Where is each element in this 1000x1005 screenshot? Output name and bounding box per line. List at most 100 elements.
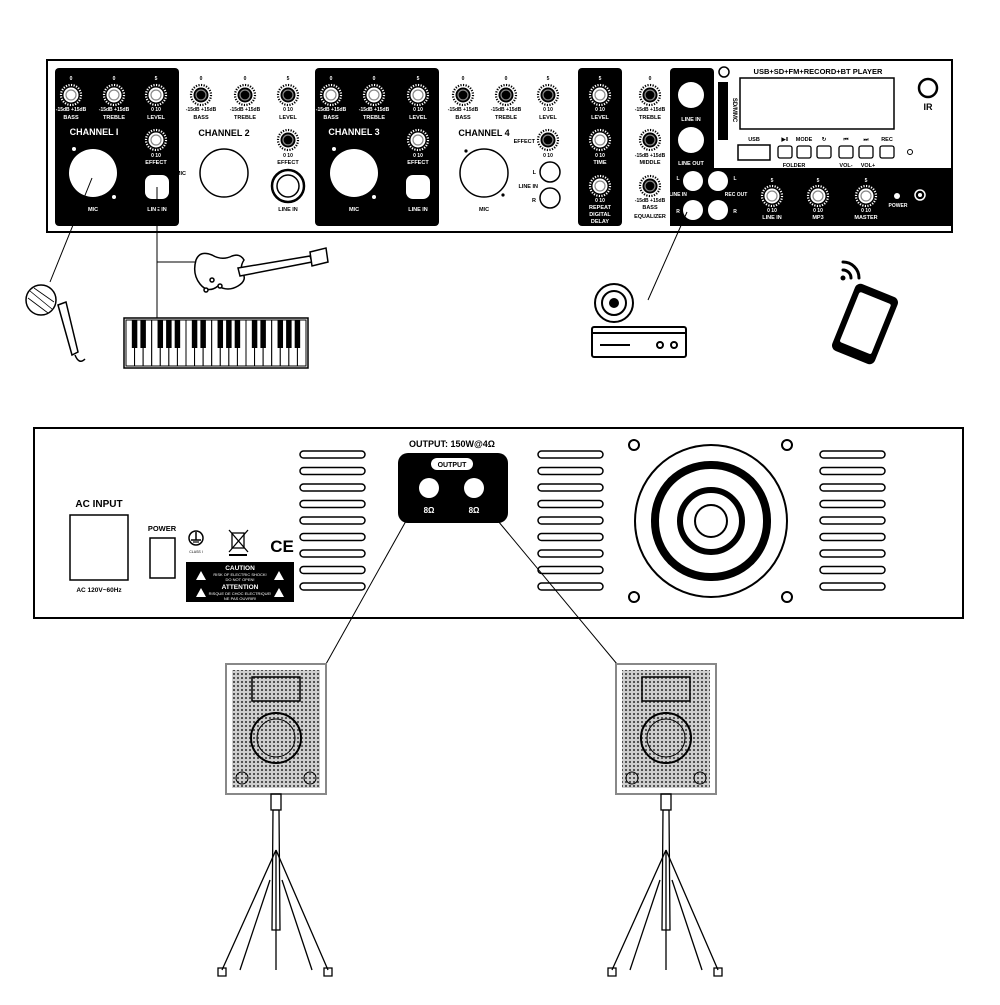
channel-2-line-in-jack[interactable] — [276, 174, 300, 198]
svg-text:-15dB +15dB: -15dB +15dB — [448, 107, 479, 113]
rca-rec-out-r[interactable] — [708, 200, 728, 220]
svg-text:5: 5 — [287, 76, 290, 82]
black-key — [294, 320, 301, 348]
svg-text:0 10: 0 10 — [283, 107, 293, 113]
vent-slot — [819, 499, 886, 509]
svg-text:5: 5 — [817, 178, 820, 184]
channel-3-mic-jack[interactable] — [330, 149, 378, 197]
svg-text:LINE OUT: LINE OUT — [678, 161, 704, 167]
next-button[interactable] — [858, 145, 874, 159]
media-player-section: SD/MMC USB+SD+FM+RECORD+BT PLAYER IR USB… — [718, 66, 939, 221]
ac-input-socket[interactable] — [69, 514, 129, 581]
guitar-icon — [193, 247, 329, 293]
svg-text:LEVEL: LEVEL — [409, 115, 427, 121]
prev-button[interactable] — [838, 145, 854, 159]
svg-text:MODE: MODE — [796, 137, 813, 143]
channel-2-mic-jack[interactable] — [199, 148, 249, 198]
channel-2: 0 0 5 -15dB +15dB -15dB +15dB 0 10 BASS … — [176, 76, 306, 213]
svg-text:L: L — [676, 176, 679, 182]
vent-slot — [299, 565, 366, 575]
svg-text:DO NOT OPEN!: DO NOT OPEN! — [225, 577, 254, 582]
black-key — [166, 320, 172, 348]
svg-text:OUTPUT: OUTPUT — [438, 462, 468, 469]
channel-4-line-in-r-jack[interactable] — [539, 187, 561, 209]
rca-rec-out-l[interactable] — [708, 171, 728, 191]
svg-text:RISQUE DE CHOC ELECTRIQUE!: RISQUE DE CHOC ELECTRIQUE! — [209, 591, 272, 596]
svg-text:LINE IN: LINE IN — [518, 184, 538, 190]
usb-port[interactable] — [737, 144, 771, 161]
digital-delay-section: 5 0 10 LEVEL 0 10 TIME 0 10 REPEAT DIGIT… — [578, 68, 622, 226]
svg-text:LINE IN: LINE IN — [278, 207, 298, 213]
svg-text:0 10: 0 10 — [413, 107, 423, 113]
ce-mark-icon: CE — [270, 537, 294, 556]
svg-text:0 10: 0 10 — [595, 198, 605, 204]
line-in-jack[interactable] — [678, 82, 704, 108]
line-out-jack[interactable] — [678, 127, 704, 153]
svg-text:MIC: MIC — [88, 207, 98, 213]
line-io-section: LINE IN LINE OUT L LINE IN R L REC OUT R — [669, 68, 952, 226]
svg-text:-15dB +15dB: -15dB +15dB — [316, 107, 347, 113]
svg-text:0 10: 0 10 — [283, 153, 293, 159]
vent-slot — [537, 466, 604, 476]
power-led — [894, 193, 900, 199]
mode-button[interactable] — [796, 145, 812, 159]
black-key — [226, 320, 232, 348]
channel-3-line-in-jack[interactable] — [406, 175, 430, 199]
svg-text:TREBLE: TREBLE — [103, 115, 125, 121]
svg-text:EFFECT: EFFECT — [277, 160, 299, 166]
speaker-left — [225, 663, 327, 795]
power-switch-rear[interactable] — [149, 537, 176, 579]
play-pause-button[interactable] — [777, 145, 793, 159]
speaker-output-right[interactable] — [464, 478, 484, 498]
channel-4-line-in-l-jack[interactable] — [539, 161, 561, 183]
svg-text:L: L — [533, 170, 537, 176]
svg-text:REC: REC — [881, 137, 893, 143]
svg-text:-15dB +15dB: -15dB +15dB — [56, 107, 87, 113]
keyboard-icon — [123, 317, 309, 369]
fan-icon — [628, 439, 793, 603]
sd-card-slot[interactable] — [718, 82, 728, 140]
wifi-icon — [840, 260, 861, 281]
black-key — [251, 320, 258, 348]
svg-text:BASS: BASS — [193, 115, 209, 121]
vent-slot — [299, 549, 366, 558]
svg-text:BASS: BASS — [323, 115, 339, 121]
rec-button[interactable] — [879, 145, 895, 159]
svg-text:0: 0 — [330, 76, 333, 82]
svg-text:-15dB +15dB: -15dB +15dB — [359, 107, 390, 113]
svg-text:0 10: 0 10 — [151, 153, 161, 159]
black-key — [140, 320, 146, 348]
black-key — [157, 320, 164, 348]
front-connection-lines — [49, 177, 688, 322]
svg-text:BASS: BASS — [642, 205, 658, 211]
svg-text:0: 0 — [70, 76, 73, 82]
svg-text:DIGITAL: DIGITAL — [589, 212, 611, 218]
channel-1-mic-jack[interactable] — [69, 149, 117, 197]
speaker-output-left[interactable] — [419, 478, 439, 498]
channel-4-mic-jack[interactable] — [459, 148, 509, 198]
svg-text:MASTER: MASTER — [854, 215, 877, 221]
svg-text:0 10: 0 10 — [151, 107, 161, 113]
svg-text:0 10: 0 10 — [595, 153, 605, 159]
vent-slot — [819, 466, 886, 476]
repeat-button[interactable] — [816, 145, 832, 159]
svg-text:MIC: MIC — [479, 207, 489, 213]
svg-text:▶‖: ▶‖ — [781, 136, 789, 143]
player-title: USB+SD+FM+RECORD+BT PLAYER — [754, 67, 884, 76]
svg-text:R: R — [733, 209, 737, 215]
svg-text:CAUTION: CAUTION — [225, 565, 255, 572]
rca-line-in-l[interactable] — [683, 171, 703, 191]
svg-text:EFFECT: EFFECT — [407, 160, 429, 166]
vent-slot — [299, 483, 366, 492]
svg-text:0 10: 0 10 — [543, 107, 553, 113]
channel-1-title: CHANNEL I — [70, 127, 119, 137]
rca-line-in-r[interactable] — [683, 200, 703, 220]
svg-text:TREBLE: TREBLE — [234, 115, 256, 121]
svg-text:EQUALIZER: EQUALIZER — [634, 214, 666, 220]
power-switch[interactable] — [914, 189, 926, 201]
vent-slot — [299, 499, 366, 509]
channel-1: 0 0 5 -15dB +15dB -15dB +15dB 0 10 BASS … — [55, 68, 179, 226]
svg-text:0: 0 — [649, 76, 652, 82]
svg-text:USB: USB — [748, 137, 760, 143]
